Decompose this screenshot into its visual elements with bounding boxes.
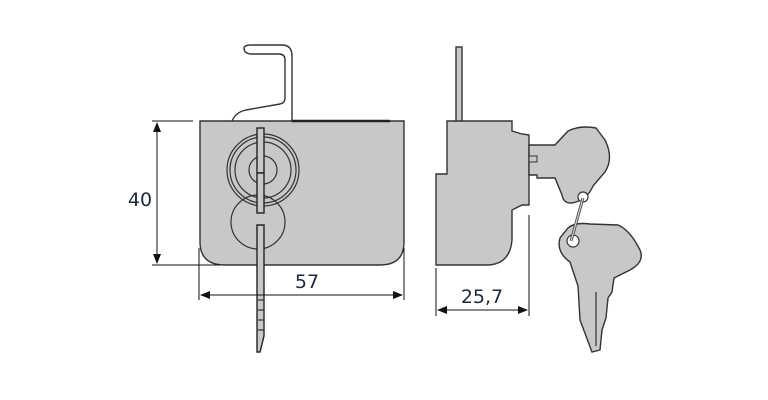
front-view [199,44,405,353]
dimension-width-label: 57 [295,271,319,293]
dimension-height-label: 40 [128,189,152,211]
key-blade-lower [256,224,265,353]
side-key-2 [558,222,642,353]
side-view [435,46,642,353]
latch-stem [455,46,463,123]
dimension-width: 57 [198,248,405,300]
dimension-depth-label: 25,7 [461,286,503,308]
lock-body-side [435,120,530,266]
key-blade-upper [256,127,265,174]
side-key-1 [528,126,611,204]
hook-latch [231,44,293,122]
dimension-height: 40 [128,120,220,266]
dimension-depth: 25,7 [435,215,530,316]
lock-body-front [199,120,405,266]
